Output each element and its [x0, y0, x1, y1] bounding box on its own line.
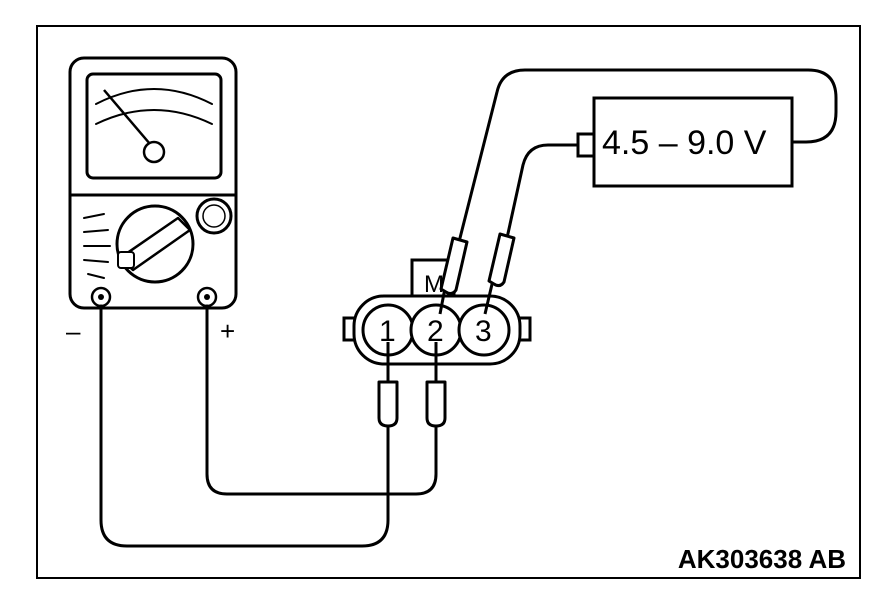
back-probe-terminal-3 [483, 232, 516, 315]
back-probe-terminal-2 [438, 236, 469, 315]
negative-sign: – [66, 316, 81, 346]
supply-loop-wire [458, 68, 838, 240]
connector-mark: M [424, 271, 444, 298]
negative-lead-wire [99, 304, 390, 548]
signal-wire [505, 143, 580, 240]
needle-pivot [142, 140, 166, 164]
terminal-3-cavity [457, 303, 511, 357]
meter-needle [103, 89, 151, 145]
meter-probe-terminal-2 [425, 342, 447, 428]
meter-display [85, 72, 223, 180]
terminal-1-label: 1 [379, 315, 396, 348]
supply-voltage-label: 4.5 – 9.0 V [602, 124, 767, 162]
positive-sign: + [220, 316, 235, 346]
terminal-2-label: 2 [427, 315, 444, 348]
range-selector-dial [115, 204, 195, 284]
figure-frame [36, 25, 861, 579]
meter-probe-terminal-1 [377, 342, 399, 428]
voltage-supply-box: 4.5 – 9.0 V [576, 96, 794, 188]
supply-input-terminal [576, 132, 596, 158]
analog-multimeter [68, 56, 238, 310]
figure-code: AK303638 AB [678, 544, 846, 574]
positive-lead-wire [205, 304, 438, 496]
terminal-3-label: 3 [475, 315, 492, 348]
